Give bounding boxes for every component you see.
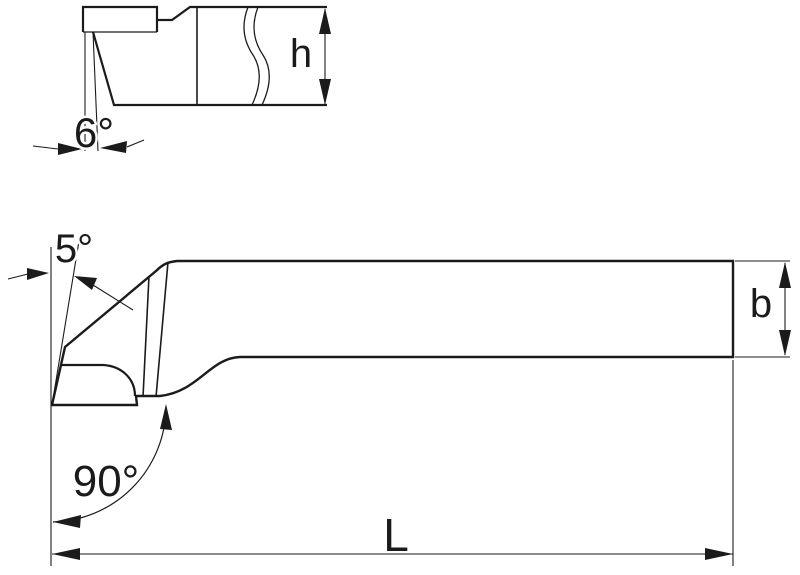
length-arrow-right (705, 548, 733, 560)
side-view-body-bottom-edge (91, 31, 327, 107)
angle-5-left-arrow-tail (7, 273, 29, 280)
height-label: h (290, 32, 312, 76)
dimension-arrowheads (27, 8, 791, 560)
length-label: L (383, 509, 409, 561)
angle-5-arrow-right (74, 276, 97, 290)
width-arrow-up (779, 262, 791, 288)
height-arrow-down (319, 79, 331, 105)
dimension-labels: h 6° 5° 90° b L (52, 30, 774, 564)
clearance-angle-6-label: 6° (74, 109, 114, 156)
angle-6-arrow-left (58, 143, 82, 155)
plan-view-insert-seam-left (142, 275, 150, 398)
angle-6-arrow-right (100, 141, 127, 153)
corner-angle-90-label: 90° (73, 457, 140, 506)
plan-view-tool-outline (50, 259, 735, 407)
length-arrow-left (52, 548, 80, 560)
plan-view-insert-seam-right (155, 261, 169, 398)
side-view-body-top-edge (157, 5, 327, 22)
angle-6-right-arrow-tail (126, 139, 145, 148)
angle-5-flank-extension-line (51, 240, 80, 406)
angle-90-arrow-bottom (53, 515, 81, 528)
plan-view-nose-contour (62, 363, 137, 397)
width-arrow-down (779, 330, 791, 356)
angle-5-right-arrow-tail (92, 284, 134, 311)
side-view (32, 5, 327, 152)
height-arrow-up (319, 8, 331, 34)
angle-90-arrow-top (160, 404, 172, 430)
side-view-break-line-2 (253, 6, 270, 106)
side-view-break-line-1 (243, 6, 260, 106)
angle-6-left-arrow-tail (32, 145, 59, 150)
angle-5-arrow-left (27, 268, 49, 280)
angle-6-flank-extension-line (92, 31, 99, 152)
clearance-angle-5-label: 5° (55, 227, 93, 271)
width-label: b (750, 282, 772, 326)
